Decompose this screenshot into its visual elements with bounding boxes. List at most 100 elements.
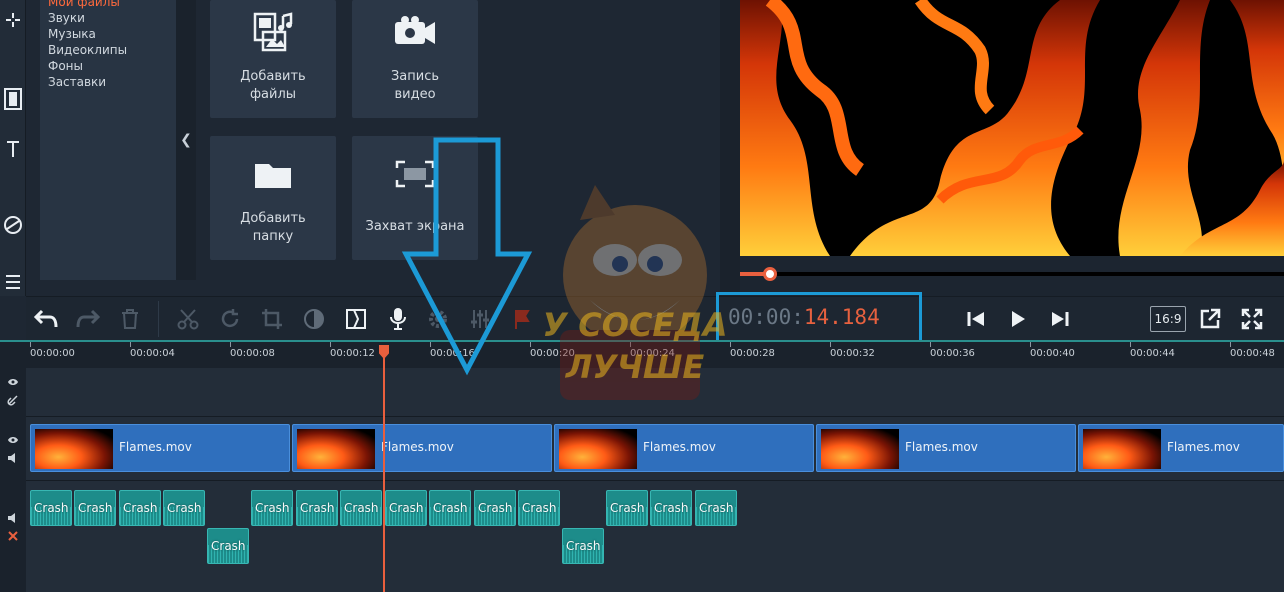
audio-clip[interactable]: Crash bbox=[695, 490, 737, 526]
cut-button[interactable] bbox=[172, 303, 204, 335]
category-intros[interactable]: Заставки bbox=[48, 75, 107, 89]
record-video-label: Запись bbox=[390, 69, 440, 84]
video-clip[interactable]: Flames.mov bbox=[292, 424, 552, 472]
audio-clip[interactable]: Crash bbox=[163, 490, 205, 526]
category-my-files[interactable]: Мои файлы bbox=[48, 0, 120, 9]
collapse-panel-button[interactable]: ❮ bbox=[176, 0, 196, 280]
audio-clip[interactable]: Crash bbox=[251, 490, 293, 526]
unlink-icon[interactable] bbox=[6, 530, 20, 542]
record-video-tile[interactable]: Запись видео bbox=[352, 0, 478, 118]
ruler-tick-mark bbox=[430, 342, 431, 347]
audio-clip[interactable]: Crash bbox=[562, 528, 604, 564]
audio-clip[interactable]: Crash bbox=[385, 490, 427, 526]
audio-clip[interactable]: Crash bbox=[30, 490, 72, 526]
audio-clip[interactable]: Crash bbox=[518, 490, 560, 526]
screen-capture-tile[interactable]: Захват экрана bbox=[352, 136, 478, 260]
audio-waveform bbox=[651, 507, 691, 525]
category-music[interactable]: Музыка bbox=[48, 27, 96, 41]
add-files-tile[interactable]: Добавить файлы bbox=[210, 0, 336, 118]
category-sounds[interactable]: Звуки bbox=[48, 11, 85, 25]
titles-tool-button[interactable] bbox=[0, 124, 26, 174]
gear-icon bbox=[429, 310, 447, 328]
timecode-display: 00:00:14.184 bbox=[728, 305, 880, 329]
next-frame-button[interactable] bbox=[1044, 303, 1076, 335]
color-adjust-button[interactable] bbox=[298, 303, 330, 335]
audio-clip[interactable]: Crash bbox=[296, 490, 338, 526]
detach-preview-button[interactable] bbox=[1194, 303, 1226, 335]
category-videoclips[interactable]: Видеоклипы bbox=[48, 43, 128, 57]
audio-clip[interactable]: Crash bbox=[74, 490, 116, 526]
ruler-tick-label: 00:00:32 bbox=[830, 348, 875, 359]
clip-name: Flames.mov bbox=[643, 440, 716, 454]
audio-clip[interactable]: Crash bbox=[606, 490, 648, 526]
record-voice-button[interactable] bbox=[382, 303, 414, 335]
eye-icon[interactable] bbox=[6, 434, 20, 446]
fullscreen-icon bbox=[1241, 308, 1263, 330]
clip-thumbnail bbox=[297, 429, 375, 469]
video-clip[interactable]: Flames.mov bbox=[816, 424, 1076, 472]
audio-clip[interactable]: Crash bbox=[119, 490, 161, 526]
clip-name: Flames.mov bbox=[1167, 440, 1240, 454]
link-icon[interactable] bbox=[6, 394, 20, 406]
audio-clip[interactable]: Crash bbox=[474, 490, 516, 526]
speaker-icon[interactable] bbox=[6, 452, 20, 464]
audio-clip[interactable]: Crash bbox=[429, 490, 471, 526]
audio-waveform bbox=[696, 507, 736, 525]
audio-clip[interactable]: Crash bbox=[340, 490, 382, 526]
undo-button[interactable] bbox=[30, 303, 62, 335]
category-list: Мои файлы Звуки Музыка Видеоклипы Фоны З… bbox=[40, 0, 176, 280]
scrubber-handle[interactable] bbox=[763, 267, 777, 281]
video-clip[interactable]: Flames.mov bbox=[554, 424, 814, 472]
screen-capture-label: Захват экрана bbox=[365, 219, 465, 234]
audio-waveform bbox=[341, 507, 381, 525]
audio-clip-name: Crash bbox=[522, 501, 557, 515]
add-folder-tile[interactable]: Добавить папку bbox=[210, 136, 336, 260]
category-backgrounds[interactable]: Фоны bbox=[48, 59, 83, 73]
scissors-icon bbox=[177, 309, 199, 330]
trash-icon bbox=[122, 309, 138, 329]
play-button[interactable] bbox=[1002, 303, 1034, 335]
record-video-label-2: видео bbox=[394, 87, 436, 102]
film-icon bbox=[4, 88, 22, 110]
preview-scrubber[interactable] bbox=[740, 256, 1284, 296]
eye-icon[interactable] bbox=[6, 376, 20, 388]
settings-button[interactable] bbox=[422, 303, 454, 335]
ruler-tick-mark bbox=[130, 342, 131, 347]
audio-clip[interactable]: Crash bbox=[650, 490, 692, 526]
audio-clip-name: Crash bbox=[699, 501, 734, 515]
audio-clip[interactable]: Crash bbox=[207, 528, 249, 564]
fullscreen-button[interactable] bbox=[1236, 303, 1268, 335]
aspect-ratio-button[interactable]: 16:9 bbox=[1150, 306, 1186, 332]
add-folder-label-2: папку bbox=[252, 229, 294, 244]
ruler-tick-mark bbox=[1130, 342, 1131, 347]
transition-wizard-button[interactable] bbox=[340, 303, 372, 335]
crop-button[interactable] bbox=[256, 303, 288, 335]
media-tool-button[interactable] bbox=[0, 74, 26, 124]
video-clip[interactable]: Flames.mov bbox=[1078, 424, 1284, 472]
audio-waveform bbox=[31, 507, 71, 525]
ruler-tick-label: 00:00:36 bbox=[930, 348, 975, 359]
delete-button[interactable] bbox=[114, 303, 146, 335]
audio-clip-name: Crash bbox=[255, 501, 290, 515]
scrubber-track[interactable] bbox=[740, 272, 1284, 276]
scrubber-progress bbox=[740, 272, 770, 276]
menu-tool-button[interactable] bbox=[0, 262, 26, 302]
watermark-text-top: У СОСЕДА bbox=[542, 306, 728, 344]
speaker-icon[interactable] bbox=[6, 512, 20, 524]
transitions-tool-button[interactable] bbox=[0, 200, 26, 250]
import-tool-button[interactable] bbox=[0, 0, 26, 40]
previous-frame-button[interactable] bbox=[960, 303, 992, 335]
video-clip[interactable]: Flames.mov bbox=[30, 424, 290, 472]
playhead[interactable] bbox=[383, 345, 385, 592]
microphone-icon bbox=[390, 308, 406, 330]
redo-button[interactable] bbox=[72, 303, 104, 335]
audio-waveform bbox=[297, 507, 337, 525]
audio-clip-name: Crash bbox=[433, 501, 468, 515]
rotate-button[interactable] bbox=[214, 303, 246, 335]
ruler-tick-label: 00:00:28 bbox=[730, 348, 775, 359]
equalizer-button[interactable] bbox=[464, 303, 496, 335]
chevron-left-icon: ❮ bbox=[180, 132, 192, 148]
playhead-handle[interactable] bbox=[379, 345, 389, 359]
